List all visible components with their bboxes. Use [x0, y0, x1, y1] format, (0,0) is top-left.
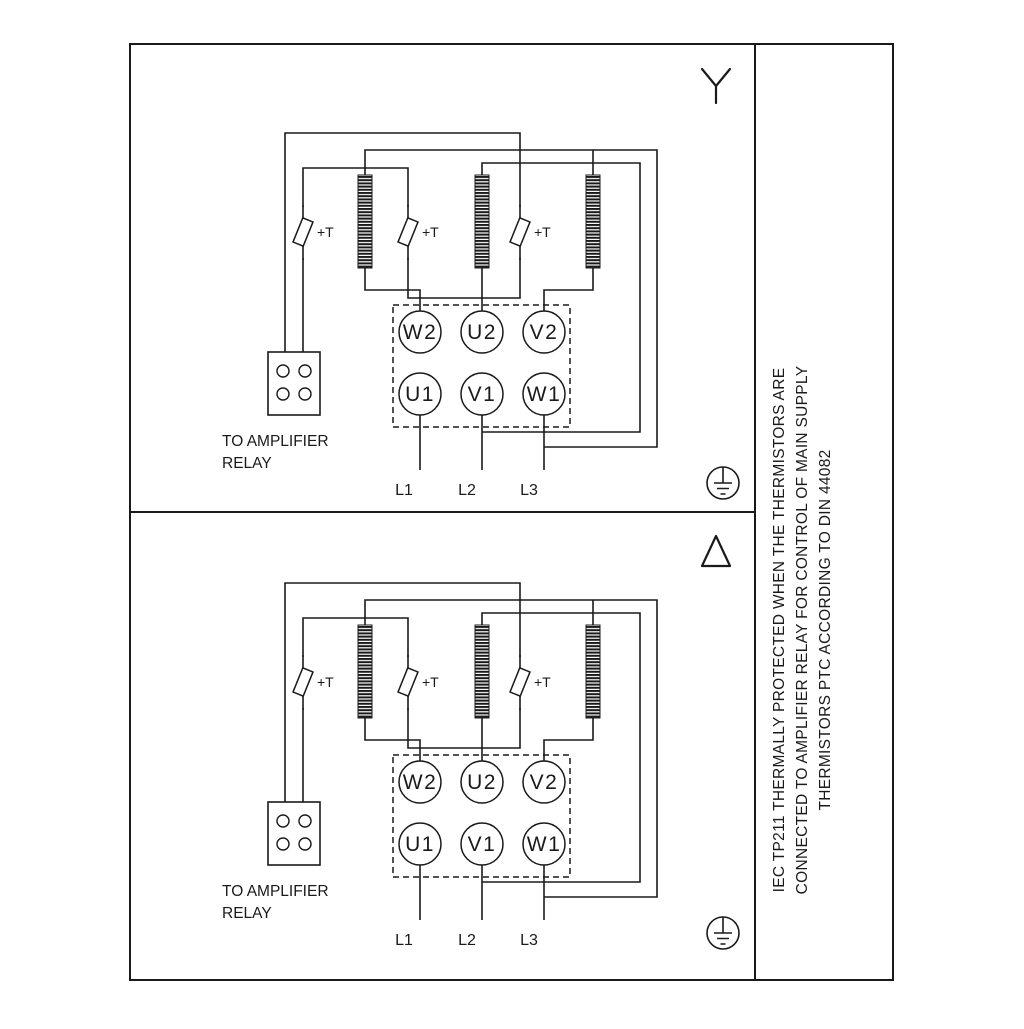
ground-icon — [706, 466, 740, 500]
terminal-label: U1 — [405, 833, 435, 856]
winding-coil-icon — [585, 624, 601, 719]
thermistor-icon — [397, 655, 419, 710]
terminal-w1 — [522, 372, 566, 416]
wire — [364, 268, 421, 311]
panel-delta: +T +T +T TO AMPLIFIER RELAY W2 U2 — [222, 534, 740, 950]
wire — [284, 582, 521, 802]
relay-caption: TO AMPLIFIER — [222, 433, 329, 450]
side-note: IEC TP211 THERMALLY PROTECTED WHEN THE T… — [771, 366, 834, 895]
side-note-line: THERMISTORS PTC ACCORDING TO DIN 44082 — [817, 449, 834, 810]
supply-label-l3: L3 — [520, 482, 538, 499]
winding-coil-icon — [474, 174, 490, 269]
terminal-label: U2 — [467, 321, 497, 344]
thermistor-label: +T — [534, 224, 551, 240]
terminal-label: U2 — [467, 771, 497, 794]
terminal-v2 — [522, 760, 566, 804]
wire — [407, 708, 521, 749]
wire — [543, 718, 594, 761]
supply-label-l1: L1 — [395, 482, 413, 499]
terminal-v1 — [460, 822, 504, 866]
delta-connection-icon — [700, 534, 732, 568]
terminal-label: V2 — [530, 771, 559, 794]
wire — [481, 612, 641, 883]
ground-icon — [706, 916, 740, 950]
wire — [364, 149, 658, 448]
wire — [364, 718, 421, 761]
terminal-label: V2 — [530, 321, 559, 344]
winding-coil-icon — [357, 624, 373, 719]
star-connection-icon — [700, 67, 732, 105]
thermistor-icon — [292, 655, 314, 710]
winding-coil-icon — [474, 624, 490, 719]
wire — [481, 162, 641, 433]
panel-star: +T +T +T TO AMPLIFIER RELAY W2 U2 — [222, 67, 740, 500]
relay-caption: RELAY — [222, 905, 272, 922]
terminal-label: W1 — [527, 833, 562, 856]
thermistor-label: +T — [317, 224, 334, 240]
relay-caption: RELAY — [222, 455, 272, 472]
side-note-line: CONNECTED TO AMPLIFIER RELAY FOR CONTROL… — [794, 366, 811, 895]
terminal-w2 — [398, 310, 442, 354]
thermistor-label: +T — [422, 224, 439, 240]
wire — [302, 617, 409, 657]
terminal-w1 — [522, 822, 566, 866]
relay-caption: TO AMPLIFIER — [222, 883, 329, 900]
wire — [407, 258, 521, 299]
wire — [302, 167, 409, 207]
thermistor-icon — [509, 205, 531, 260]
terminal-label: W1 — [527, 383, 562, 406]
amplifier-relay-connector — [267, 801, 321, 866]
supply-label-l3: L3 — [520, 932, 538, 949]
wire — [284, 132, 521, 352]
terminal-label: U1 — [405, 383, 435, 406]
winding-coil-icon — [357, 174, 373, 269]
terminal-label: W2 — [403, 321, 438, 344]
wire — [364, 599, 658, 898]
supply-label-l2: L2 — [458, 482, 476, 499]
terminal-u2 — [460, 760, 504, 804]
thermistor-label: +T — [422, 674, 439, 690]
thermistor-label: +T — [534, 674, 551, 690]
winding-coil-icon — [585, 174, 601, 269]
terminal-label: V1 — [468, 383, 497, 406]
thermistor-label: +T — [317, 674, 334, 690]
terminal-u1 — [398, 372, 442, 416]
terminal-v1 — [460, 372, 504, 416]
side-note-line: IEC TP211 THERMALLY PROTECTED WHEN THE T… — [771, 368, 788, 893]
terminal-v2 — [522, 310, 566, 354]
supply-label-l1: L1 — [395, 932, 413, 949]
thermistor-icon — [509, 655, 531, 710]
terminal-w2 — [398, 760, 442, 804]
thermistor-icon — [292, 205, 314, 260]
terminal-u1 — [398, 822, 442, 866]
terminal-label: V1 — [468, 833, 497, 856]
terminal-u2 — [460, 310, 504, 354]
terminal-label: W2 — [403, 771, 438, 794]
amplifier-relay-connector — [267, 351, 321, 416]
wire — [543, 268, 594, 311]
thermistor-icon — [397, 205, 419, 260]
supply-label-l2: L2 — [458, 932, 476, 949]
